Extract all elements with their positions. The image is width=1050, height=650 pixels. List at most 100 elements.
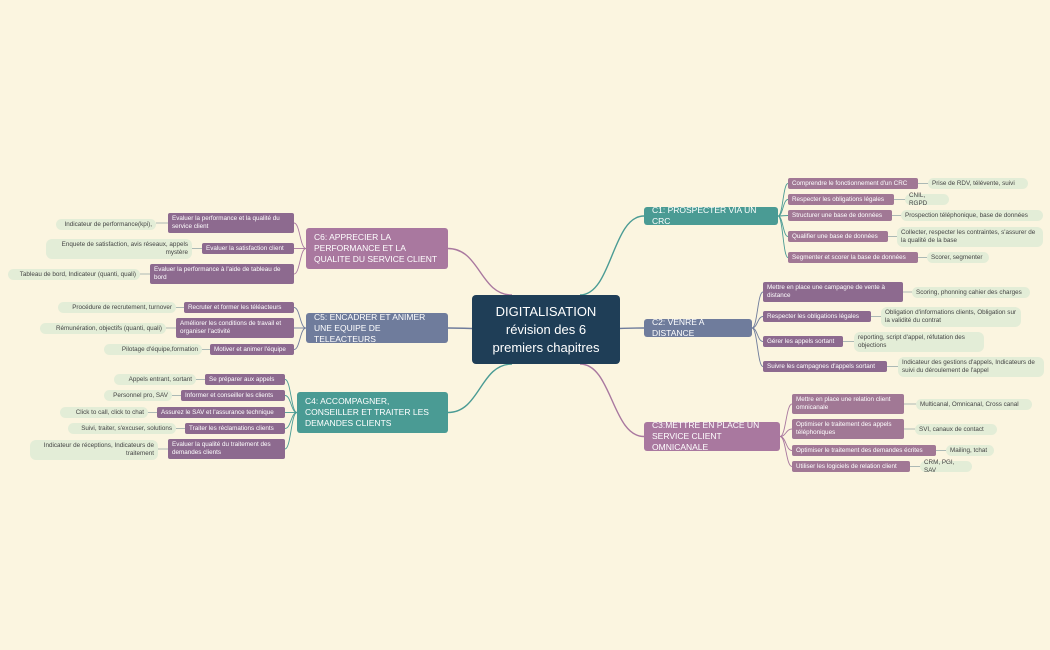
c1-leaf-3: Prospection téléphonique, base de donnée…: [901, 210, 1043, 221]
c6-leaf-2-label: Enquete de satisfaction, avis réseaux, a…: [61, 241, 188, 256]
link-c1-item-2: [777, 199, 789, 217]
c3-leaf-1: Multicanal, Omnicanal, Cross canal: [916, 399, 1032, 410]
link-c6-item-1: [293, 222, 307, 249]
c2-item-2[interactable]: Respecter les obligations légales: [763, 311, 871, 322]
branch-c4[interactable]: C4: ACCOMPAGNER, CONSEILLER ET TRAITER L…: [297, 392, 448, 433]
link-c4-item-2: [284, 395, 298, 413]
c5-item-1-label: Recruter et former les téléacteurs: [188, 303, 282, 311]
c3-item-4[interactable]: Utiliser les logiciels de relation clien…: [792, 461, 910, 472]
c2-leaf-1: Scoring, phonning cahier des charges: [912, 287, 1030, 298]
c2-leaf-3: reporting, script d'appel, réfutation de…: [854, 332, 984, 352]
c5-item-2[interactable]: Améliorer les conditions de travail et o…: [176, 318, 294, 338]
link-c4-item-5: [284, 412, 298, 450]
branch-c4-label: C4: ACCOMPAGNER, CONSEILLER ET TRAITER L…: [305, 396, 429, 428]
c5-leaf-1: Procédure de recrutement, turnover: [58, 302, 176, 313]
c3-leaf-3: Mailing, tchat: [946, 445, 994, 456]
c2-leaf-1-label: Scoring, phonning cahier des charges: [916, 288, 1022, 296]
branch-c6[interactable]: C6: APPRECIER LA PERFORMANCE ET LA QUALI…: [306, 228, 448, 269]
branch-c5-label: C5: ENCADRER ET ANIMER UNE EQUIPE DE TEL…: [314, 311, 426, 344]
c2-item-4-label: Suivre les campagnes d'appels sortant: [767, 362, 875, 370]
c3-item-3[interactable]: Optimiser le traitement des demandes écr…: [792, 445, 936, 456]
c3-item-1[interactable]: Mettre en place une relation client omni…: [792, 394, 904, 414]
c2-leaf-2-label: Obligation d'informations clients, Oblig…: [885, 309, 1017, 324]
c2-item-3[interactable]: Gérer les appels sortant: [763, 336, 843, 347]
c5-item-3[interactable]: Motiver et animer l'équipe: [210, 344, 294, 355]
c5-leaf-2: Rémunération, objectifs (quanti, quali): [40, 323, 166, 334]
link-central-c6: [447, 247, 513, 296]
c3-leaf-1-label: Multicanal, Omnicanal, Cross canal: [920, 400, 1019, 408]
c1-item-5[interactable]: Segmenter et scorer la base de données: [788, 252, 918, 263]
c3-leaf-2: SVI, canaux de contact: [915, 424, 997, 435]
c6-item-2[interactable]: Evaluer la satisfaction client: [202, 243, 294, 254]
c2-item-2-label: Respecter les obligations légales: [767, 312, 860, 320]
c5-leaf-3: Pilotage d'équipe,formation: [104, 344, 202, 355]
c1-item-2-label: Respecter les obligations légales: [792, 195, 885, 203]
c3-item-3-label: Optimiser le traitement des demandes écr…: [796, 446, 923, 454]
c1-item-3[interactable]: Structurer une base de données: [788, 210, 892, 221]
link-c1-item-5: [777, 215, 789, 258]
c6-item-1[interactable]: Evaluer la performance et la qualité du …: [168, 213, 294, 233]
c2-leaf-4-label: Indicateur des gestions d'appels, Indica…: [902, 359, 1035, 374]
c4-item-1[interactable]: Se préparer aux appels: [205, 374, 285, 385]
c4-item-4[interactable]: Traiter les réclamations clients: [185, 423, 285, 434]
c1-leaf-1: Prise de RDV, télévente, suivi: [928, 178, 1028, 189]
c3-item-2[interactable]: Optimiser le traitement des appels télép…: [792, 419, 904, 439]
branch-c1-label: C1: PROSPECTER VIA UN CRC: [652, 205, 757, 226]
c1-leaf-4: Collecter, respecter les contraintes, s'…: [897, 227, 1043, 247]
c1-item-2[interactable]: Respecter les obligations légales: [788, 194, 894, 205]
link-c6-item-3: [293, 248, 307, 275]
c1-leaf-2-label: CNIL, RGPD: [909, 191, 928, 207]
c1-leaf-2: CNIL, RGPD: [905, 191, 949, 207]
c2-item-1-label: Mettre en place une campagne de vente à …: [767, 284, 885, 299]
c2-leaf-3-label: reporting, script d'appel, réfutation de…: [858, 334, 965, 349]
c6-leaf-3-label: Tableau de bord, Indicateur (quanti, qua…: [19, 270, 136, 278]
c1-leaf-5: Scorer, segmenter: [927, 252, 989, 263]
c1-leaf-4-label: Collecter, respecter les contraintes, s'…: [901, 229, 1036, 244]
c2-item-4[interactable]: Suivre les campagnes d'appels sortant: [763, 361, 887, 372]
c3-leaf-4: CRM, PGI, SAV: [920, 458, 972, 474]
c2-item-3-label: Gérer les appels sortant: [767, 337, 835, 345]
link-c3-item-2: [779, 428, 793, 437]
link-c1-item-3: [777, 215, 789, 217]
c5-item-1[interactable]: Recruter et former les téléacteurs: [184, 302, 294, 313]
link-central-c1: [579, 215, 645, 296]
c4-item-5[interactable]: Evaluer la qualité du traitement des dem…: [168, 439, 285, 459]
c1-item-4-label: Qualifier une base de données: [792, 232, 878, 240]
c4-leaf-3-label: Click to call, click to chat: [75, 408, 144, 416]
c4-leaf-1-label: Appels entrant, sortant: [128, 375, 192, 383]
c4-item-2[interactable]: Informer et conseiller les clients: [181, 390, 285, 401]
c4-item-5-label: Evaluer la qualité du traitement des dem…: [172, 441, 271, 456]
c4-item-3[interactable]: Assurez le SAV et l'assurance technique: [157, 407, 285, 418]
c2-item-1[interactable]: Mettre en place une campagne de vente à …: [763, 282, 903, 302]
c6-leaf-2: Enquete de satisfaction, avis réseaux, a…: [46, 239, 192, 259]
c4-leaf-4: Suivi, traiter, s'excuser, solutions: [68, 423, 176, 434]
c6-item-3[interactable]: Evaluer la performance à l'aide de table…: [150, 264, 294, 284]
c6-item-3-label: Evaluer la performance à l'aide de table…: [154, 266, 281, 281]
link-central-c4: [447, 363, 513, 414]
central-topic[interactable]: DIGITALISATION révision des 6 premiers c…: [472, 295, 620, 364]
link-c3-item-4: [779, 436, 793, 467]
link-c2-item-2: [751, 316, 764, 329]
branch-c1[interactable]: C1: PROSPECTER VIA UN CRC: [644, 205, 778, 226]
c4-item-3-label: Assurez le SAV et l'assurance technique: [161, 408, 274, 416]
c4-leaf-4-label: Suivi, traiter, s'excuser, solutions: [81, 424, 172, 432]
c1-leaf-5-label: Scorer, segmenter: [931, 253, 983, 261]
c4-leaf-1: Appels entrant, sortant: [114, 374, 196, 385]
c5-leaf-3-label: Pilotage d'équipe,formation: [121, 345, 198, 353]
branch-c5[interactable]: C5: ENCADRER ET ANIMER UNE EQUIPE DE TEL…: [306, 311, 448, 344]
c3-leaf-4-label: CRM, PGI, SAV: [924, 458, 955, 474]
branch-c3[interactable]: C3:METTRE EN PLACE UN SERVICE CLIENT OMN…: [644, 420, 780, 452]
c3-item-4-label: Utiliser les logiciels de relation clien…: [796, 462, 897, 470]
c4-leaf-2-label: Personnel pro, SAV: [113, 391, 168, 399]
c6-item-2-label: Evaluer la satisfaction client: [206, 244, 284, 252]
c4-leaf-5-label: Indicateur de réceptions, Indicateurs de…: [43, 442, 154, 457]
c4-leaf-2: Personnel pro, SAV: [104, 390, 172, 401]
c3-leaf-3-label: Mailing, tchat: [950, 446, 988, 454]
c1-item-1[interactable]: Comprendre le fonctionnement d'un CRC: [788, 178, 918, 189]
branch-c2[interactable]: C2: VENRE A DISTANCE: [644, 317, 752, 338]
c1-item-4[interactable]: Qualifier une base de données: [788, 231, 888, 242]
central-topic-label: DIGITALISATION révision des 6 premiers c…: [492, 303, 600, 355]
link-c5-item-3: [293, 327, 307, 350]
branch-c6-label: C6: APPRECIER LA PERFORMANCE ET LA QUALI…: [314, 232, 438, 264]
